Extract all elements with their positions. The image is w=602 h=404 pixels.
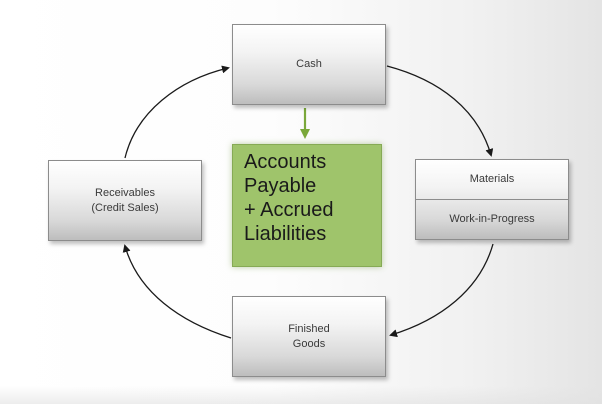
receivables-box: Receivables (Credit Sales) <box>48 160 202 241</box>
cash-box: Cash <box>232 24 386 105</box>
arrow-cash-to-materials <box>387 66 491 155</box>
receivables-label: Receivables (Credit Sales) <box>91 186 158 216</box>
materials-label: Materials <box>470 172 515 187</box>
arrow-receivables-to-cash <box>125 68 228 158</box>
finished-goods-box: Finished Goods <box>232 296 386 377</box>
cash-label: Cash <box>296 57 322 72</box>
arrow-wip-to-finished-goods <box>391 244 493 335</box>
materials-section: Materials <box>416 160 568 199</box>
wip-label: Work-in-Progress <box>449 212 534 227</box>
wip-section: Work-in-Progress <box>416 200 568 239</box>
finished-goods-label: Finished Goods <box>288 322 330 352</box>
materials-wip-box: Materials Work-in-Progress <box>415 159 569 240</box>
arrow-finished-goods-to-receivables <box>125 246 231 338</box>
accounts-payable-box: Accounts Payable + Accrued Liabilities <box>232 144 382 267</box>
